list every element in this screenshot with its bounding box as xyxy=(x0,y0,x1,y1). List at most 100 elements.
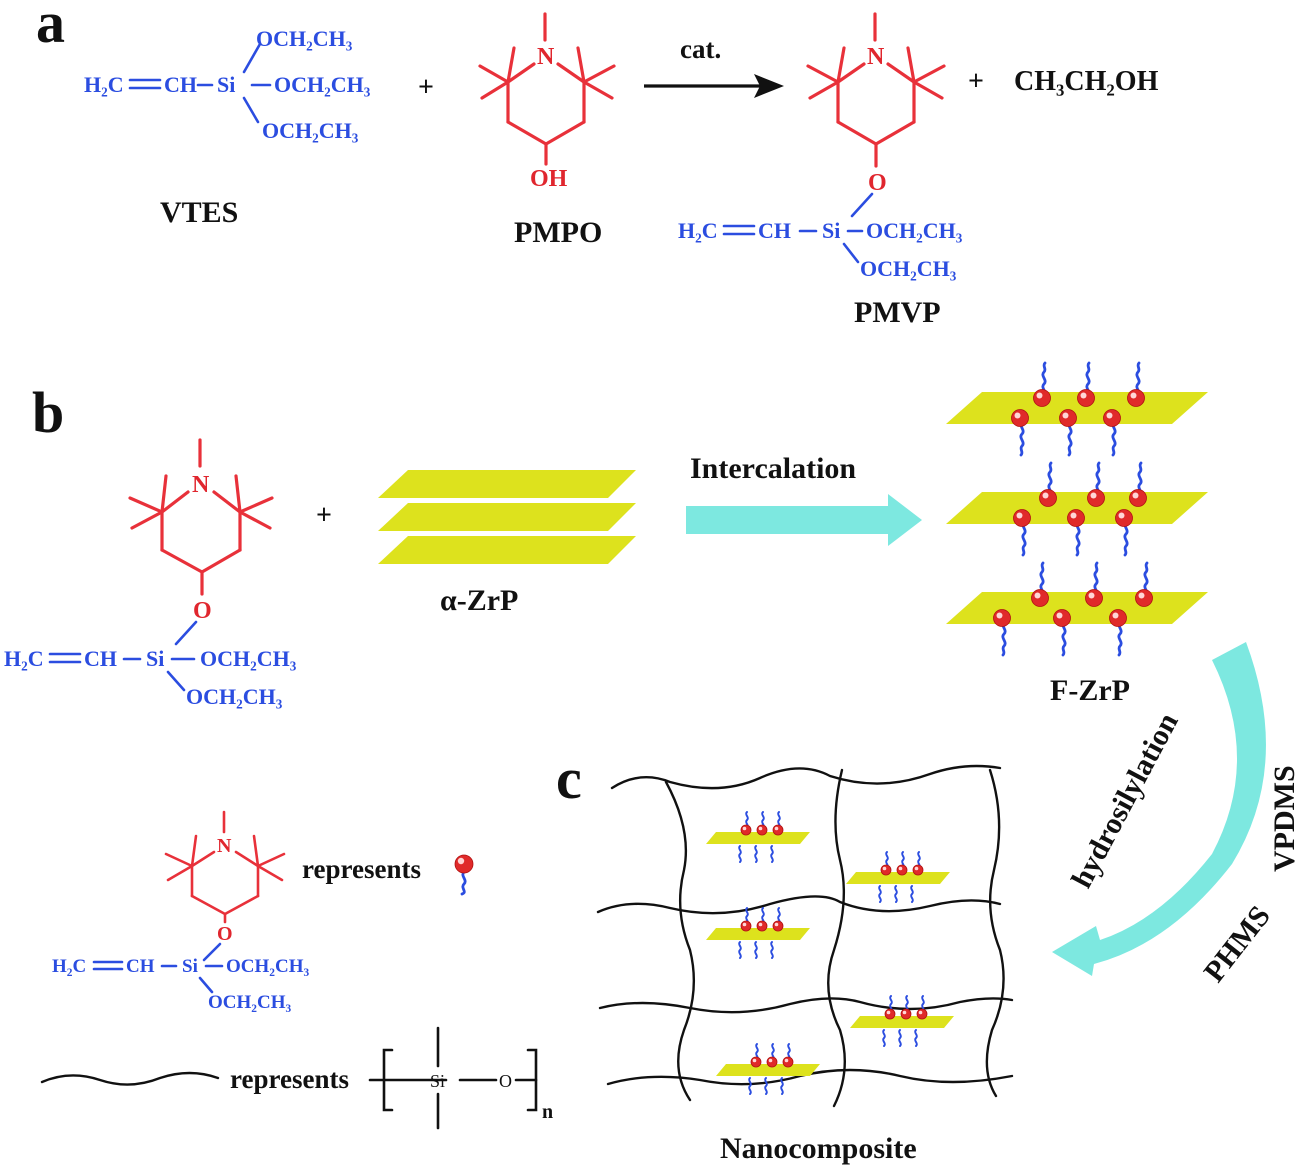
pmvp-b-h2c: H₂C xyxy=(4,646,44,671)
panel-label-a: a xyxy=(36,0,65,55)
vtes-h2c: H₂C xyxy=(84,72,124,97)
modifier-head xyxy=(1059,409,1077,427)
modifier-head xyxy=(1039,489,1057,507)
network-zrp-sheet xyxy=(846,872,950,884)
modifier-head xyxy=(916,1008,928,1020)
modifier-head xyxy=(1115,509,1133,527)
legend-chain-line xyxy=(40,1071,220,1086)
legend-ch: CH xyxy=(126,956,155,977)
modifier-head xyxy=(1067,509,1085,527)
modifier-head xyxy=(766,1056,778,1068)
modifier-chain xyxy=(1075,520,1081,557)
modifier-chain xyxy=(1111,420,1117,457)
modifier-head xyxy=(1033,389,1051,407)
polymer-network xyxy=(596,764,1014,1108)
phms-label: PHMS xyxy=(1198,900,1277,989)
network-zrp-sheet xyxy=(850,1016,954,1028)
legend-oet-2: OCH₂CH₃ xyxy=(208,992,291,1013)
modifier-head xyxy=(1127,389,1145,407)
modifier-chain xyxy=(1117,620,1123,657)
vtes-oet-2: OCH₂CH₃ xyxy=(274,72,371,97)
modifier-chain xyxy=(878,885,882,903)
pmvp-b-oet-2: OCH₂CH₃ xyxy=(186,684,283,709)
modifier-chain xyxy=(754,845,758,863)
ethanol-byproduct: CH₃CH₂OH xyxy=(1014,66,1159,97)
modifier-head xyxy=(1053,609,1071,627)
modifier-chain xyxy=(1019,420,1025,457)
plus-a1: + xyxy=(418,72,434,103)
modifier-head xyxy=(740,920,752,932)
siloxane-repeat-unit xyxy=(368,1026,538,1130)
represents-label-1: represents xyxy=(302,854,421,884)
modifier-chain xyxy=(914,1029,918,1047)
intercalation-arrow xyxy=(686,494,922,546)
pmpo-oh: OH xyxy=(530,166,568,192)
pmvp-oet-2: OCH₂CH₃ xyxy=(860,256,957,281)
nanocomposite-label: Nanocomposite xyxy=(720,1132,917,1165)
vtes-structure: H₂C CH Si OCH₂CH₃ OCH₂CH₃ OCH₂CH₃ xyxy=(84,26,371,143)
modifier-chain xyxy=(910,885,914,903)
pmvp-ch: CH xyxy=(758,218,791,243)
pmvp-si: Si xyxy=(822,218,840,243)
vtes-si: Si xyxy=(217,72,235,97)
modifier-chain xyxy=(764,1077,768,1095)
legend-molecule-structure: N O H₂C CH Si OCH₂CH₃ OCH₂CH₃ xyxy=(52,810,309,1013)
modifier-head xyxy=(896,864,908,876)
pmvp-structure-b: N O H₂C CH Si OCH₂CH₃ OCH₂CH₃ xyxy=(4,438,297,709)
modifier-chain xyxy=(894,885,898,903)
modifier-head xyxy=(1087,489,1105,507)
modifier-head xyxy=(782,1056,794,1068)
pmpo-n: N xyxy=(537,44,555,70)
modifier-head xyxy=(884,1008,896,1020)
alpha-zrp-sheets xyxy=(378,470,636,564)
catalyst-label: cat. xyxy=(680,34,721,64)
modifier-chain xyxy=(738,845,742,863)
modifier-head xyxy=(912,864,924,876)
modifier-chain xyxy=(738,941,742,959)
legend-o: O xyxy=(217,923,233,945)
network-zrp-sheet xyxy=(706,928,810,940)
modifier-head xyxy=(1085,589,1103,607)
modifier-chain xyxy=(770,845,774,863)
curved-process-arrow xyxy=(1052,642,1266,976)
modifier-head xyxy=(1011,409,1029,427)
modifier-head xyxy=(756,920,768,932)
vtes-ch: CH xyxy=(164,72,197,97)
modifier-chain xyxy=(1021,520,1027,557)
legend-h2c: H₂C xyxy=(52,956,86,977)
pmvp-structure: N O H₂C CH Si OCH₂CH₃ OCH₂CH₃ xyxy=(678,12,963,281)
network-zrp-sheet xyxy=(706,832,810,844)
pmvp-b-n: N xyxy=(192,472,210,498)
f-zrp-sheet xyxy=(946,392,1208,424)
pmvp-b-ch: CH xyxy=(84,646,117,671)
network-zrp-sheets xyxy=(706,811,954,1095)
modifier-head xyxy=(1129,489,1147,507)
modifier-head xyxy=(993,609,1011,627)
legend-si: Si xyxy=(182,956,198,977)
vtes-oet-1: OCH₂CH₃ xyxy=(256,26,353,51)
pmvp-h2c: H₂C xyxy=(678,218,718,243)
modifier-chain xyxy=(882,1029,886,1047)
modifier-head xyxy=(740,824,752,836)
modifier-chain xyxy=(1067,420,1073,457)
hydrosilylation-label: hydrosilylation xyxy=(1065,707,1185,893)
pmpo-structure: N OH xyxy=(478,12,616,192)
modifier-chain xyxy=(770,941,774,959)
panel-label-c: c xyxy=(556,746,582,811)
pmvp-o: O xyxy=(868,170,887,196)
intercalation-label: Intercalation xyxy=(690,452,856,485)
modifier-head xyxy=(1031,589,1049,607)
modifier-chain xyxy=(754,941,758,959)
modifier-head xyxy=(900,1008,912,1020)
vtes-oet-3: OCH₂CH₃ xyxy=(262,118,359,143)
modifier-head xyxy=(1109,609,1127,627)
modifier-head xyxy=(1077,389,1095,407)
vtes-label: VTES xyxy=(160,196,238,229)
represents-label-2: represents xyxy=(230,1064,349,1094)
network-zrp-sheet xyxy=(716,1064,820,1076)
f-zrp-sheet xyxy=(946,592,1208,624)
modifier-head xyxy=(1103,409,1121,427)
modifier-chain xyxy=(1123,520,1129,557)
panel-label-b: b xyxy=(32,380,64,445)
legend-modifier-icon xyxy=(454,854,474,896)
